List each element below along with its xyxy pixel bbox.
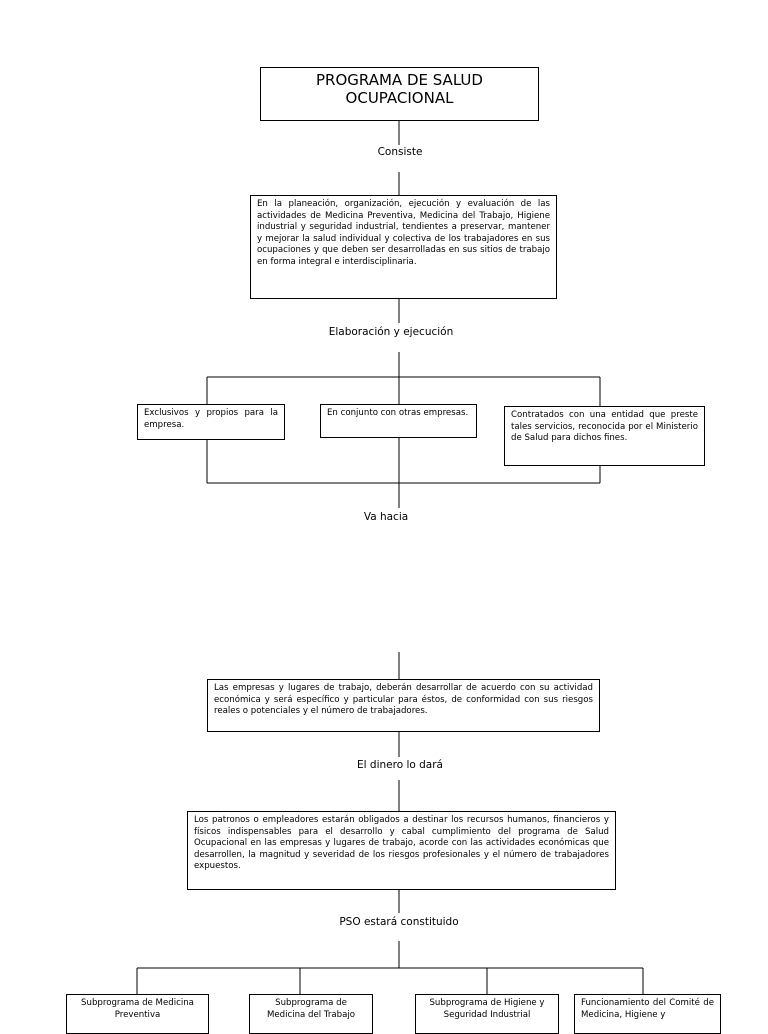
main-title-box: PROGRAMA DE SALUD OCUPACIONAL (260, 67, 539, 121)
patronos-box: Los patronos o empleadores estarán oblig… (187, 811, 616, 890)
option-exclusivos-box: Exclusivos y propios para la empresa. (137, 404, 285, 440)
label-dinero: El dinero lo dará (357, 759, 443, 771)
comite-box: Funcionamiento del Comité de Medicina, H… (574, 994, 721, 1034)
label-consiste: Consiste (377, 146, 423, 158)
definition-box: En la planeación, organización, ejecució… (250, 195, 557, 299)
label-elaboracion: Elaboración y ejecución (328, 326, 454, 338)
label-va-hacia: Va hacia (363, 511, 409, 523)
option-conjunto-box: En conjunto con otras empresas. (320, 404, 477, 438)
subprograma-medicina-trabajo-box: Subprograma de Medicina del Trabajo (249, 994, 373, 1034)
subprograma-medicina-preventiva-box: Subprograma de Medicina Preventiva (66, 994, 209, 1034)
label-pso: PSO estará constituido (339, 916, 459, 928)
option-contratados-box: Contratados con una entidad que preste t… (504, 406, 705, 466)
subprograma-higiene-seguridad-box: Subprograma de Higiene y Seguridad Indus… (415, 994, 559, 1034)
empresas-box: Las empresas y lugares de trabajo, deber… (207, 679, 600, 732)
